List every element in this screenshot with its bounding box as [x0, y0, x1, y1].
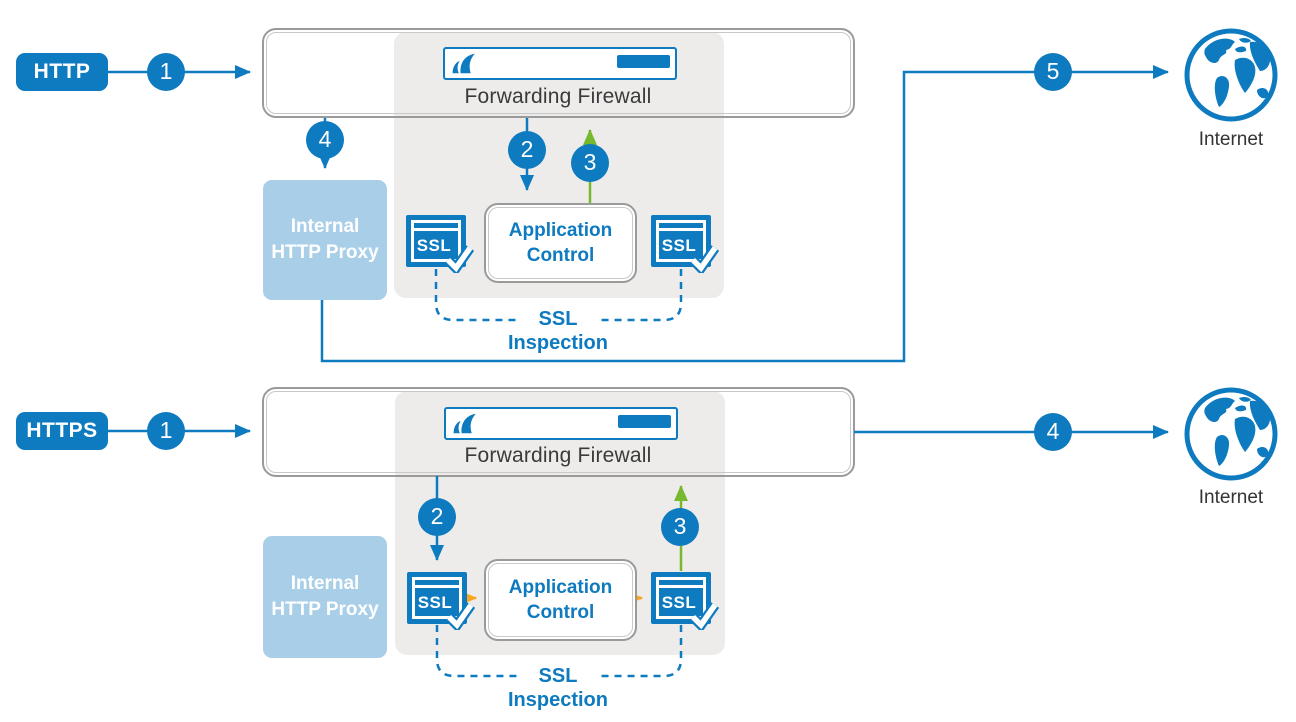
internal-http-proxy-box-bottom: Internal HTTP Proxy	[263, 536, 387, 658]
line-proxy-to-internet-top	[320, 65, 1169, 363]
step-1-circle-bottom: 1	[147, 412, 185, 450]
proxy-label-line2: HTTP Proxy	[271, 242, 379, 263]
proxy-label-line1: Internal	[290, 216, 360, 237]
step-4-circle-bottom: 4	[1034, 413, 1072, 451]
protocol-badge-http: HTTP	[16, 53, 108, 91]
application-control-box-bottom: Application Control	[484, 559, 637, 641]
ssl-label: SSL	[661, 593, 697, 612]
check-icon	[689, 602, 719, 630]
check-icon	[445, 602, 475, 630]
browser-titlebar	[656, 228, 706, 231]
appliance-display-bar	[617, 55, 670, 68]
ssl-label: SSL	[417, 593, 453, 612]
step-2-circle-top: 2	[508, 131, 546, 169]
ssl-badge-top-left: SSL	[406, 215, 474, 273]
step-2-circle-bottom: 2	[418, 498, 456, 536]
ssl-badge-top-right: SSL	[651, 215, 719, 273]
browser-window-icon	[412, 577, 462, 619]
barracuda-logo-icon	[452, 53, 475, 74]
step-3-circle-top: 3	[571, 144, 609, 182]
browser-titlebar	[656, 585, 706, 588]
step-4-circle-top: 4	[306, 121, 344, 159]
ssl-inspection-label-top-line1: SSL	[538, 308, 578, 330]
internal-http-proxy-box-top: Internal HTTP Proxy	[263, 180, 387, 300]
ssl-inspection-label-top-line2: Inspection	[507, 332, 608, 354]
firewall-appliance-icon-top	[443, 47, 677, 80]
browser-titlebar	[411, 228, 461, 231]
firewall-appliance-icon-bottom	[444, 407, 678, 440]
check-icon	[444, 245, 474, 273]
appcontrol-label-line2: Control	[526, 602, 595, 623]
step-3-circle-bottom: 3	[661, 508, 699, 546]
step-5-circle-top: 5	[1034, 53, 1072, 91]
proxy-label-line1: Internal	[290, 573, 360, 594]
ssl-badge-bottom-left: SSL	[407, 572, 475, 630]
appliance-display-bar	[618, 415, 671, 428]
ssl-label: SSL	[416, 236, 452, 255]
ssl-inspection-label-bottom-line1: SSL	[538, 665, 578, 687]
ssl-badge-bottom-right: SSL	[651, 572, 719, 630]
internet-label-top: Internet	[1198, 129, 1264, 150]
internet-globe-icon-bottom	[1183, 386, 1279, 482]
browser-window-icon	[656, 577, 706, 619]
barracuda-logo-icon	[453, 413, 476, 434]
proxy-label-line2: HTTP Proxy	[271, 599, 379, 620]
appcontrol-label-line2: Control	[526, 245, 595, 266]
check-icon	[689, 245, 719, 273]
browser-window-icon	[656, 220, 706, 262]
internet-label-bottom: Internet	[1198, 487, 1264, 508]
appcontrol-label-line1: Application	[508, 577, 613, 598]
browser-window-icon	[411, 220, 461, 262]
ssl-inspection-label-bottom-line2: Inspection	[507, 689, 608, 711]
ssl-label: SSL	[661, 236, 697, 255]
application-control-box-top: Application Control	[484, 203, 637, 283]
firewall-label-top: Forwarding Firewall	[464, 85, 652, 108]
internet-globe-icon-top	[1183, 27, 1279, 123]
firewall-label-bottom: Forwarding Firewall	[464, 444, 652, 467]
browser-titlebar	[412, 585, 462, 588]
step-1-circle-top: 1	[147, 53, 185, 91]
forwarding-firewall-box-top	[262, 28, 855, 118]
protocol-badge-https: HTTPS	[16, 412, 108, 450]
appcontrol-label-line1: Application	[508, 220, 613, 241]
